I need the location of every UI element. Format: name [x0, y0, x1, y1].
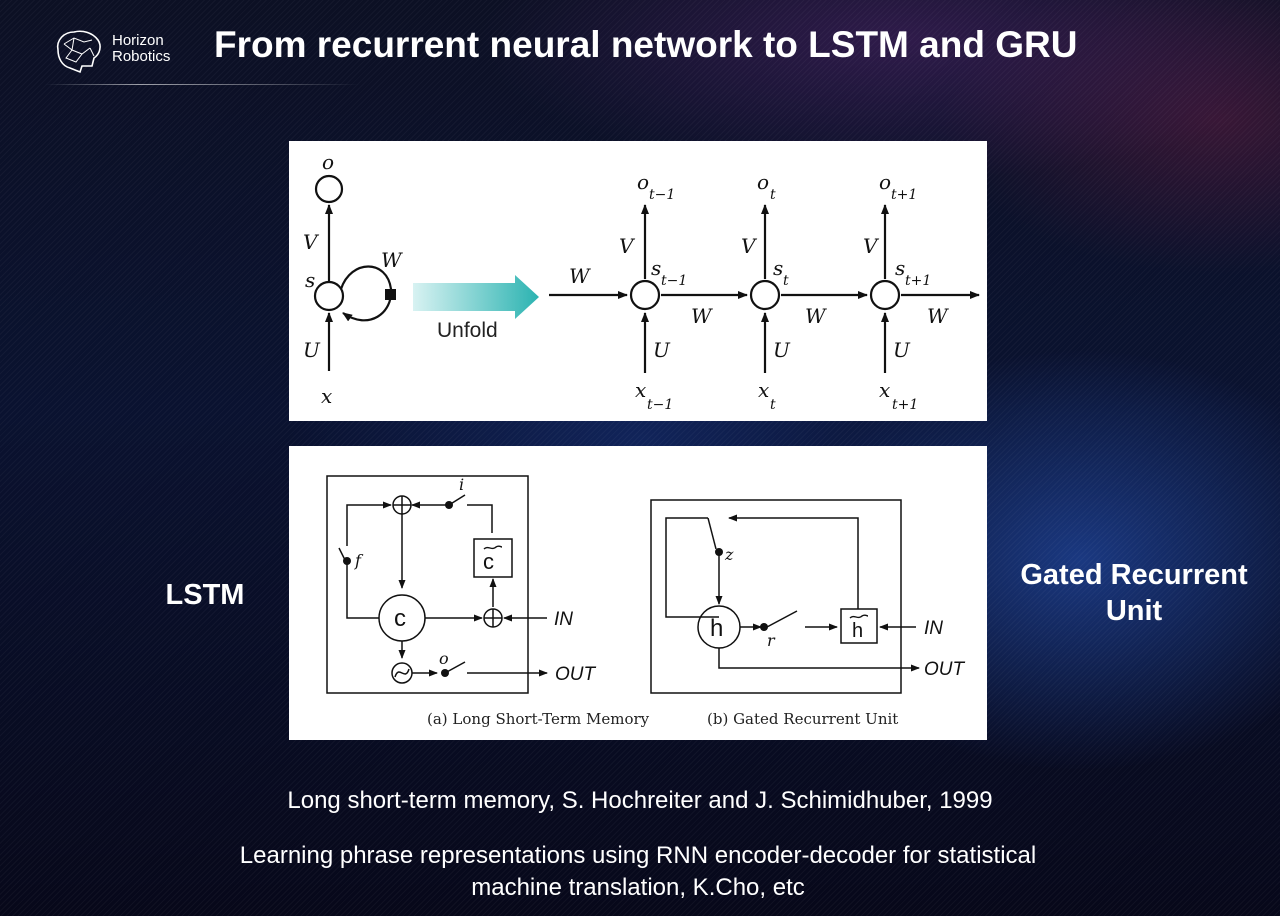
- lstm-cell: [326, 475, 548, 694]
- gru-reset-gate-label: r: [767, 631, 776, 650]
- output-label: o: [637, 170, 649, 194]
- lstm-memory-label: c: [394, 605, 406, 632]
- slide-title: From recurrent neural network to LSTM an…: [214, 24, 1078, 65]
- weight-label: W: [691, 304, 713, 328]
- gru-caption: (b) Gated Recurrent Unit: [707, 710, 898, 728]
- v-label: V: [741, 234, 758, 258]
- state-subscript: t−1: [661, 273, 687, 289]
- input-subscript: t: [770, 397, 776, 413]
- gru-side-label: Gated Recurrent Unit: [1005, 557, 1263, 629]
- state-subscript: t: [783, 273, 789, 289]
- gru-cell: [650, 499, 920, 694]
- input-subscript: t−1: [647, 397, 673, 413]
- folded-state-label: s: [305, 268, 315, 292]
- lstm-out-label: OUT: [555, 664, 597, 685]
- u-label: U: [653, 338, 671, 362]
- lstm-gru-diagram: i f o c c IN OUT (a) Long Short-Term Mem…: [289, 446, 987, 740]
- lstm-in-label: IN: [554, 609, 573, 630]
- v-label: V: [619, 234, 636, 258]
- u-label: U: [773, 338, 791, 362]
- input-label: x: [635, 378, 646, 402]
- brand-name-line2: Robotics: [112, 48, 171, 65]
- tilde-mark: [483, 545, 503, 550]
- reference-gru: Learning phrase representations using RN…: [160, 840, 1116, 904]
- lstm-side-label: LSTM: [165, 579, 245, 611]
- state-node-t-plus-1: [869, 279, 901, 311]
- weight-label: W: [805, 304, 827, 328]
- input-label: x: [879, 378, 890, 402]
- folded-w-label: W: [381, 248, 403, 272]
- output-label: o: [879, 170, 891, 194]
- brand-logo: Horizon Robotics: [52, 28, 192, 76]
- folded-output-label: o: [322, 150, 334, 174]
- state-label: s: [773, 256, 783, 280]
- reference-gru-line1: Learning phrase representations using RN…: [239, 842, 1037, 869]
- folded-input-label: x: [321, 384, 332, 408]
- gru-in-label: IN: [924, 618, 943, 639]
- unfold-label: Unfold: [437, 319, 498, 342]
- folded-output-node: [314, 174, 344, 204]
- lstm-input-gate-label: i: [459, 475, 464, 494]
- state-label: s: [895, 256, 905, 280]
- gru-hidden-label: h: [710, 615, 723, 642]
- u-label: U: [893, 338, 911, 362]
- folded-u-label: U: [303, 338, 321, 362]
- brand-name-line1: Horizon: [112, 32, 164, 49]
- folded-v-label: V: [303, 230, 320, 254]
- brain-network-icon: [56, 30, 101, 74]
- weight-label: W: [927, 304, 949, 328]
- gru-side-label-line2: Unit: [1105, 595, 1163, 627]
- brand-name: Horizon Robotics: [112, 33, 170, 65]
- reference-lstm: Long short-term memory, S. Hochreiter an…: [287, 787, 993, 814]
- rnn-unfold-diagram: Unfold o V s W U x W W W W o t−1 V s t−1…: [289, 141, 987, 421]
- input-label: x: [758, 378, 769, 402]
- input-subscript: t+1: [892, 397, 918, 413]
- output-label: o: [757, 170, 769, 194]
- delay-square: [385, 289, 396, 300]
- tilde-mark: [849, 614, 869, 619]
- state-node-t: [749, 279, 781, 311]
- v-label: V: [863, 234, 880, 258]
- output-subscript: t−1: [649, 187, 675, 203]
- gru-update-gate-label: z: [724, 545, 734, 564]
- header-divider: [45, 84, 360, 85]
- output-subscript: t+1: [891, 187, 917, 203]
- recurrent-loop-arrow: [339, 265, 393, 322]
- gru-candidate-label: h: [852, 620, 863, 642]
- gru-side-label-line1: Gated Recurrent: [1020, 559, 1248, 591]
- state-subscript: t+1: [905, 273, 931, 289]
- lstm-forget-gate-label: f: [354, 551, 364, 570]
- state-label: s: [651, 256, 661, 280]
- folded-state-node: [313, 280, 345, 312]
- state-node-t-minus-1: [629, 279, 661, 311]
- output-subscript: t: [770, 187, 776, 203]
- lstm-candidate-label: c: [483, 549, 494, 574]
- reference-gru-line2: machine translation, K.Cho, etc: [471, 874, 805, 901]
- gru-out-label: OUT: [924, 659, 966, 680]
- weight-label: W: [569, 264, 591, 288]
- unfold-arrow-icon: [413, 275, 539, 319]
- lstm-output-gate-label: o: [439, 649, 449, 668]
- lstm-caption: (a) Long Short-Term Memory: [427, 710, 650, 728]
